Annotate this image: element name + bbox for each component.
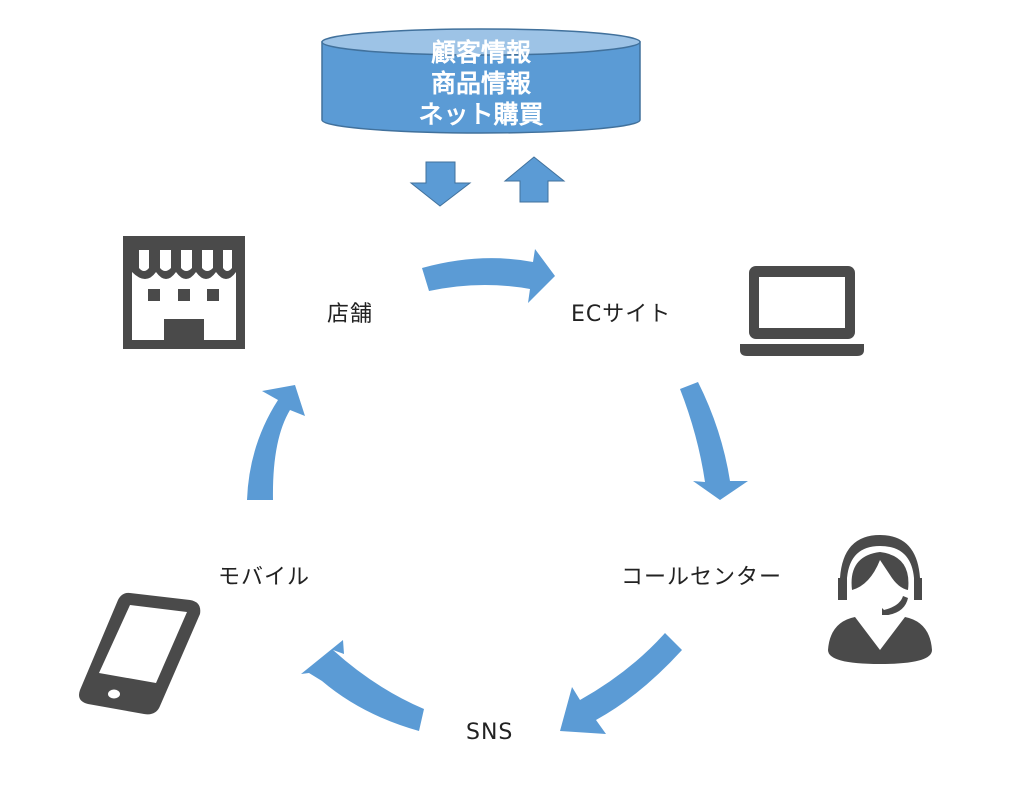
- label-call-center: コールセンター: [621, 565, 783, 590]
- store-icon: [123, 236, 245, 349]
- label-sns: SNS: [466, 720, 514, 745]
- cycle-arrow-sns-to-mobile: [301, 640, 424, 731]
- cycle-arrow-store-to-ec: [422, 249, 555, 303]
- smartphone-icon: [79, 592, 201, 715]
- database-line-product-info: 商品情報: [430, 69, 531, 98]
- laptop-icon: [740, 266, 864, 356]
- label-ec-site: ECサイト: [571, 302, 672, 327]
- down-arrow: [409, 161, 472, 207]
- up-arrow: [503, 156, 566, 203]
- database-cylinder: [321, 28, 641, 134]
- label-mobile: モバイル: [218, 565, 311, 590]
- database-line-customer-info: 顧客情報: [430, 38, 531, 67]
- label-store: 店舗: [327, 302, 374, 327]
- cycle-arrow-callcenter-to-sns: [560, 633, 682, 734]
- cycle-arrow-mobile-to-store: [247, 385, 305, 500]
- headset-operator-icon: [828, 535, 932, 664]
- cycle-arrow-ec-to-callcenter: [680, 382, 748, 500]
- database-body: [321, 41, 641, 134]
- database-top: [321, 28, 641, 56]
- database-line-online-purchase: ネット購買: [418, 100, 544, 129]
